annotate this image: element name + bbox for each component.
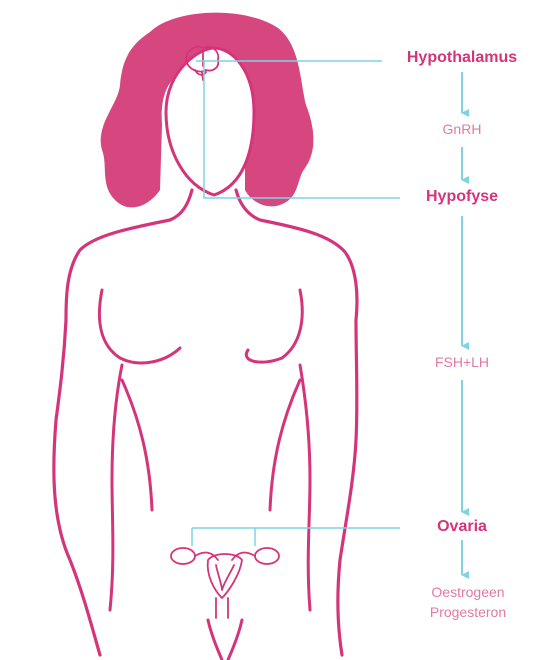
label-ovaria: Ovaria xyxy=(437,518,487,536)
label-hypofyse: Hypofyse xyxy=(426,188,498,206)
uterus-icon xyxy=(171,548,279,618)
label-progesteron: Progesteron xyxy=(430,604,506,620)
label-oestrogeen: Oestrogeen xyxy=(431,584,504,600)
label-gnrh: GnRH xyxy=(443,121,482,137)
label-hypothalamus: Hypothalamus xyxy=(407,49,517,67)
body-outline xyxy=(54,190,192,655)
breast-right xyxy=(246,290,302,362)
breast-left xyxy=(99,290,180,363)
label-fsh-lh: FSH+LH xyxy=(435,354,489,370)
